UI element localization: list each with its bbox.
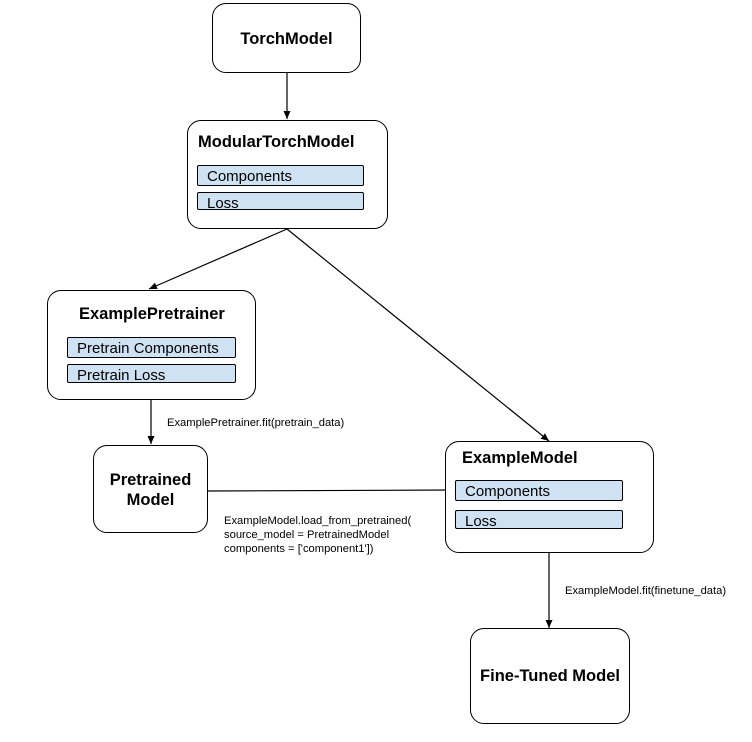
node-torch-model: TorchModel [212, 3, 361, 73]
node-fine-tuned-model-title: Fine-Tuned Model [480, 667, 620, 685]
node-pretrained-model: Pretrained Model [93, 445, 208, 533]
node-modular-torch-model-title: ModularTorchModel [198, 133, 355, 151]
node-pretrained-model-title-line2: Model [126, 491, 175, 509]
item-components: Components [455, 480, 623, 501]
node-example-pretrainer-title: ExamplePretrainer [79, 305, 225, 323]
node-torch-model-title: TorchModel [240, 30, 333, 48]
item-pretrain-loss: Pretrain Loss [67, 364, 236, 383]
item-components: Components [197, 165, 364, 186]
node-example-model: ExampleModel Components Loss [445, 441, 654, 553]
edge-pretrained-to-examplemodel [207, 486, 455, 494]
node-example-model-title: ExampleModel [462, 449, 578, 467]
edge-label-pretrain-fit: ExamplePretrainer.fit(pretrain_data) [167, 417, 345, 429]
item-loss: Loss [455, 510, 623, 529]
node-modular-torch-model: ModularTorchModel Components Loss [187, 120, 388, 229]
item-pretrain-components: Pretrain Components [67, 337, 236, 358]
node-fine-tuned-model: Fine-Tuned Model [470, 628, 630, 724]
edge-label-finetune-fit: ExampleModel.fit(finetune_data) [565, 585, 727, 597]
edge-label-load-from-pretrained-line3: components = ['component1']) [224, 543, 374, 555]
edge-label-load-from-pretrained-line1: ExampleModel.load_from_pretrained( [224, 515, 412, 527]
node-example-pretrainer: ExamplePretrainer Pretrain Components Pr… [47, 290, 256, 400]
edge-modular-to-pretrainer [148, 228, 288, 290]
item-loss: Loss [197, 192, 364, 210]
edge-modular-to-examplemodel [286, 228, 550, 442]
node-pretrained-model-title-line1: Pretrained [109, 471, 192, 489]
edge-label-load-from-pretrained-line2: source_model = PretrainedModel [224, 529, 390, 541]
